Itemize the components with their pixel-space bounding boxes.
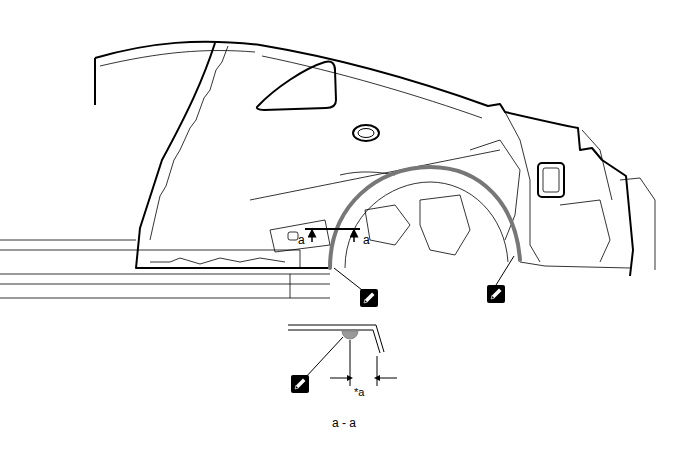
body-detail-lines: [0, 46, 655, 298]
sealer-icon: [360, 289, 378, 307]
section-view: [288, 325, 384, 352]
sealer-icon: [487, 285, 505, 303]
body-detail-lines: [270, 220, 330, 252]
body-detail-lines: [582, 130, 612, 200]
section-view: [288, 325, 397, 386]
body-detail-lines: [250, 150, 500, 200]
sealer-bead: [330, 167, 520, 268]
section-label: a: [363, 234, 370, 247]
section-view: [342, 331, 358, 339]
window-and-filler: [543, 168, 559, 192]
body-outline: [94, 58, 96, 105]
body-detail-lines: [0, 250, 300, 268]
body-outline: [95, 42, 633, 276]
window-and-filler: [358, 129, 374, 138]
sealer-icon: [291, 285, 505, 393]
body-detail-lines: [620, 178, 655, 270]
window-and-filler: [538, 163, 564, 197]
leader-line: [496, 256, 514, 285]
section-view: [377, 356, 378, 386]
body-detail-lines: [290, 274, 291, 298]
window-and-filler: [257, 61, 564, 197]
body-detail-lines: [0, 298, 330, 299]
body-detail-lines: [100, 51, 255, 66]
body-detail-lines: [345, 182, 508, 268]
body-detail-lines: [150, 46, 228, 240]
body-detail-lines: [0, 284, 330, 285]
body-detail-lines: [420, 195, 470, 255]
leader-line: [334, 268, 362, 290]
body-outline: [136, 43, 330, 268]
section-view: [330, 378, 350, 379]
sealer-bead: [330, 167, 520, 268]
body-detail-lines: [288, 232, 298, 240]
body-detail-lines: [150, 258, 285, 264]
body-detail-lines: [365, 205, 410, 245]
section-view: [350, 340, 351, 386]
body-detail-lines: [0, 240, 136, 241]
section-line: [353, 233, 355, 242]
body-detail-lines: [505, 112, 540, 262]
leader-line: [305, 337, 343, 378]
section-label: a: [298, 234, 305, 247]
window-and-filler: [353, 125, 379, 141]
section-line: [305, 228, 360, 230]
section-view: [288, 330, 380, 353]
body-detail-lines: [560, 200, 610, 262]
dimension-label: *a: [354, 386, 364, 398]
body-detail-lines: [0, 274, 330, 275]
sealer-icon: [291, 375, 309, 393]
section-line: [311, 233, 313, 242]
window-and-filler: [257, 61, 336, 110]
body-detail-lines: [520, 262, 630, 268]
section-view: [377, 378, 397, 379]
section-line: [305, 229, 360, 242]
section-title: a - a: [332, 417, 356, 430]
body-outline: [95, 42, 633, 276]
leader-line: [305, 256, 514, 378]
